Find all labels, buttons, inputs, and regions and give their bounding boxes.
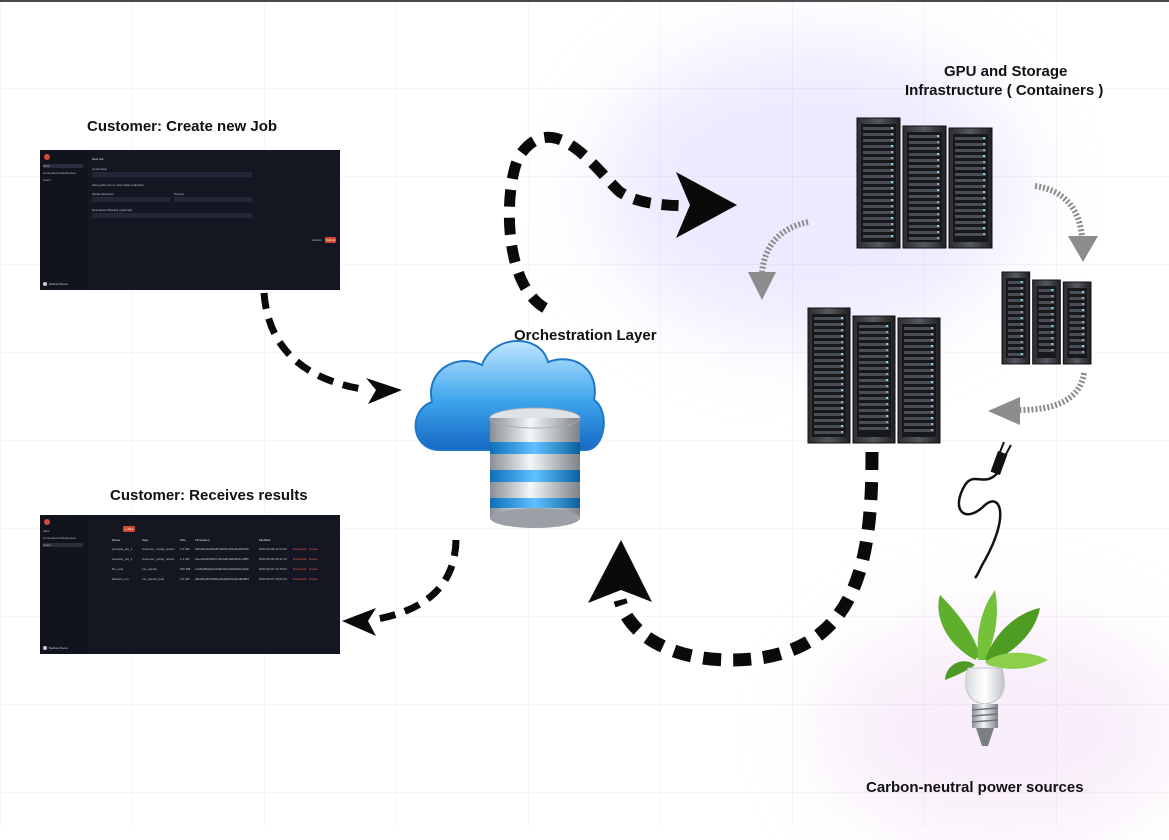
server-rack-icon [1001, 271, 1092, 365]
user-name: Nathan Moore [49, 646, 69, 650]
prompt-field[interactable] [174, 197, 252, 202]
field-label-prompt: Prompt [174, 192, 184, 196]
table-header-cell: Modified [259, 538, 271, 542]
connection-field[interactable] [92, 172, 252, 177]
loop-arrow-heads [748, 236, 1098, 425]
field-label-description: Description/Pipeline (optional) [92, 208, 132, 212]
results-screenshot: Jobs Connected Infrastructure Users + Ad… [40, 515, 340, 654]
gpu-storage-label-line2: Infrastructure ( Containers ) [905, 82, 1104, 99]
field-label-connection: Connection [92, 167, 108, 171]
table-cell: a3f1b9e4c0d2e8f7a6b5c4d3e2f1a0b9c8 [195, 547, 249, 551]
sidebar-item-users[interactable]: Users [43, 543, 83, 547]
table-header-cell: Size [180, 538, 186, 542]
table-cell: 2023-06-07 22:15:03 [259, 567, 287, 571]
delete-link[interactable]: Delete [309, 567, 318, 571]
power-sources-label: Carbon-neutral power sources [866, 779, 1084, 796]
server-rack-icon [856, 117, 993, 249]
field-label-model: Model (Generic) [92, 192, 114, 196]
create-job-label: Customer: Create new Job [87, 118, 278, 135]
form-title: New Job [92, 157, 104, 161]
server-rack-icon [807, 307, 941, 444]
table-cell: example_job_2 [112, 557, 133, 561]
eco-lightbulb-icon [938, 590, 1048, 746]
table-cell: run_results [142, 567, 157, 571]
delete-link[interactable]: Delete [309, 577, 318, 581]
create-job-screenshot: Jobs Connected Infrastructure Users New … [40, 150, 340, 290]
table-cell: llm_eval [112, 567, 124, 571]
avatar [43, 646, 47, 651]
table-cell: example_job_1 [112, 547, 133, 551]
download-link[interactable]: Download [293, 547, 307, 551]
loop-arrows [759, 183, 1087, 413]
sidebar-item-jobs[interactable]: Jobs [43, 529, 50, 533]
download-link[interactable]: Download [293, 567, 307, 571]
table-cell: b2e4c8d1f3a5b7c9e0d2f4a6b8c0e1d3f5 [195, 557, 249, 561]
sidebar-item-jobs[interactable]: Jobs [43, 164, 83, 168]
model-field[interactable] [92, 197, 170, 202]
table-cell: 1.4 GB [180, 557, 190, 561]
sidebar-item-users[interactable]: Users [43, 178, 51, 182]
table-cell: finetune_run [112, 577, 129, 581]
receives-results-label: Customer: Receives results [110, 487, 308, 504]
table-cell: 560 MB [180, 567, 191, 571]
top-border [0, 0, 1169, 2]
add-job-button[interactable]: + Add [123, 526, 135, 532]
delete-link[interactable]: Delete [309, 557, 318, 561]
table-cell: c4d6e8f0a2b4c6d8e0f2a4b6c8d0e2f4a6 [195, 567, 249, 571]
table-header-cell: Name [112, 538, 121, 542]
user-name: Nathan Moore [49, 282, 69, 286]
power-plug-icon [957, 441, 1012, 579]
orchestration-label: Orchestration Layer [514, 327, 657, 344]
flow-arrow-gpu-to-orchestration [588, 451, 879, 667]
user-profile[interactable]: Nathan Moore [43, 282, 68, 287]
table-cell: 2023-06-07 18:02:44 [259, 577, 287, 581]
table-cell: 2023-06-08 11:12:32 [259, 547, 287, 551]
user-profile[interactable]: Nathan Moore [43, 646, 68, 651]
cancel-button[interactable]: Cancel [312, 238, 322, 242]
flow-arrow-orchestration-to-results [342, 539, 460, 636]
table-cell: d8e0f2a4b6c8d0e2f4a6b8c0d2e4f6a8b0 [195, 577, 249, 581]
delete-link[interactable]: Delete [309, 547, 318, 551]
gpu-storage-label-line1: GPU and Storage [944, 63, 1068, 80]
table-cell: 2023-06-08 09:41:10 [259, 557, 287, 561]
download-link[interactable]: Download [293, 577, 307, 581]
sidebar-item-infrastructure[interactable]: Connected Infrastructure [43, 171, 77, 175]
table-cell: customer_model_output [142, 547, 175, 551]
app-logo-icon [44, 154, 50, 160]
table-cell: 2.0 GB [180, 577, 190, 581]
table-cell: customer_model_output [142, 557, 175, 561]
app-sidebar [40, 515, 88, 654]
table-cell: 1.0 GB [180, 547, 190, 551]
table-header-cell: Tags [142, 538, 149, 542]
table-header-cell: Timestamp [195, 538, 210, 542]
app-sidebar [40, 150, 88, 290]
table-cell: run_results_final [142, 577, 165, 581]
avatar [43, 282, 47, 287]
flow-arrow-orchestration-to-gpu [503, 131, 737, 313]
download-link[interactable]: Download [293, 557, 307, 561]
sidebar-item-infrastructure[interactable]: Connected Infrastructure [43, 536, 77, 540]
submit-button[interactable]: Submit [325, 237, 336, 243]
cloud-database-icon [414, 339, 605, 528]
checkbox-label[interactable]: Along with one or more data endpoints [92, 183, 144, 187]
description-field[interactable] [92, 213, 252, 218]
flow-arrow-create-to-orchestration [260, 292, 402, 404]
app-logo-icon [44, 519, 50, 525]
